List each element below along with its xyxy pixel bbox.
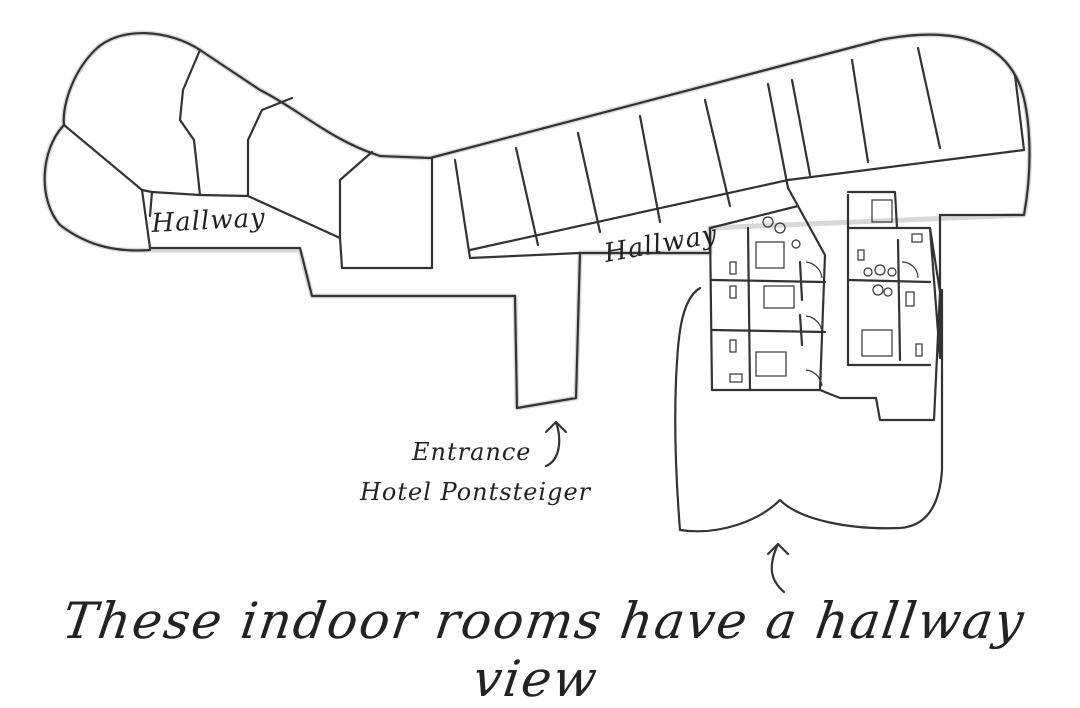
- building-outline: [43, 32, 1031, 422]
- atrium-outline: [674, 286, 944, 533]
- hotel-name-label: Hotel Pontsteiger: [359, 478, 592, 506]
- hallway-label-left: Hallway: [150, 203, 267, 239]
- arrow-up-icon: [544, 420, 568, 468]
- room-block-b: [846, 190, 932, 367]
- caption: These indoor rooms have a hallway view: [59, 592, 1030, 708]
- arrow-up-icon: [766, 542, 790, 594]
- central-wing-rooms: [453, 46, 1026, 260]
- left-wing-rooms: [62, 48, 434, 270]
- entrance-label: Entrance: [411, 438, 532, 466]
- room-block-a: [708, 216, 827, 392]
- hallway-label-center: Hallway: [601, 220, 720, 270]
